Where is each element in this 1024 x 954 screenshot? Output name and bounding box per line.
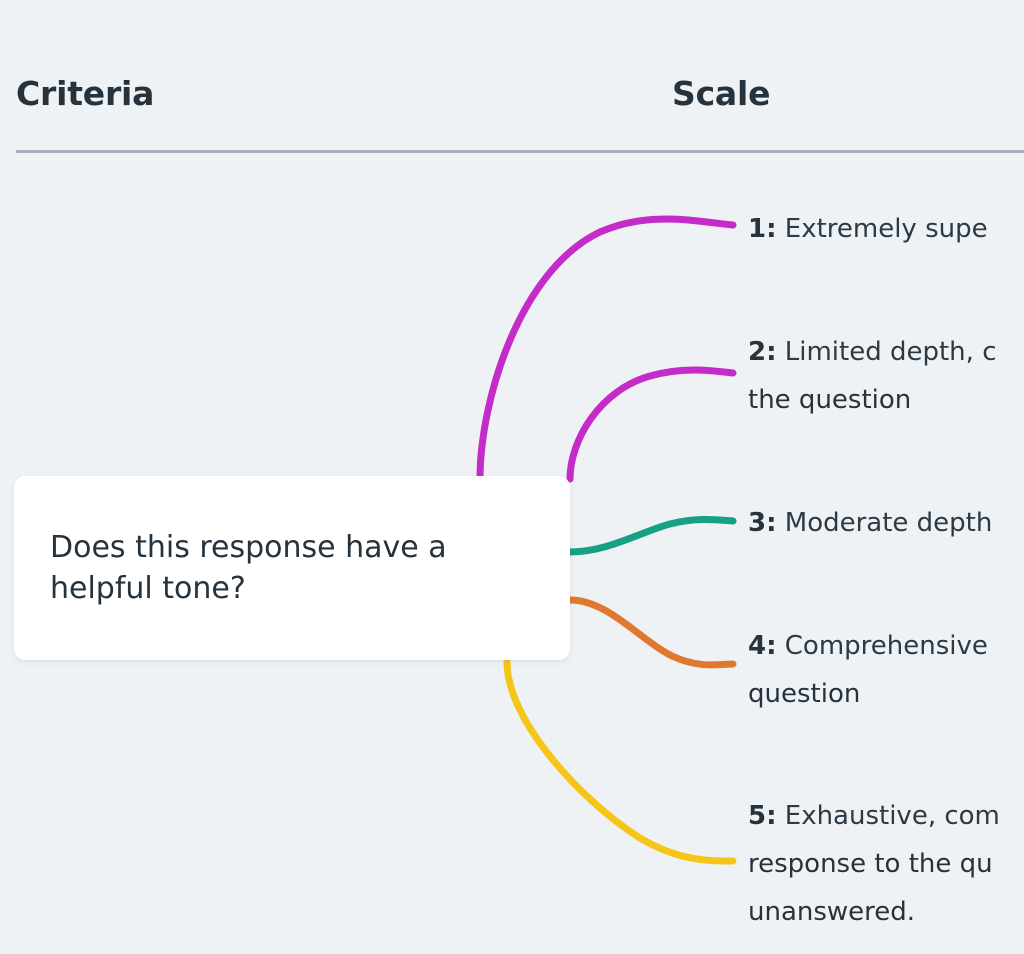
- connector-3-path: [566, 516, 737, 556]
- scale-item-5-description-line2: response to the qu: [748, 849, 993, 880]
- scale-item-1-description: Extremely supe: [784, 214, 988, 244]
- connector-4-path: [566, 596, 737, 669]
- scale-item-3-description: Moderate depth: [784, 508, 993, 538]
- scale-item-2-description-line2: the question: [748, 385, 912, 416]
- scale-item-2-number: 2:: [748, 337, 777, 367]
- scale-item-5[interactable]: 5: Exhaustive, com response to the qu un…: [748, 792, 1024, 936]
- scale-item-5-description-line3: unanswered.: [748, 897, 916, 928]
- connector-2-path: [566, 366, 737, 483]
- scale-item-4-description-line2: question: [748, 679, 861, 710]
- scale-item-2-description: Limited depth, c: [784, 337, 997, 367]
- scale-item-1[interactable]: 1: Extremely supe: [748, 205, 1024, 253]
- scale-item-4[interactable]: 4: Comprehensive question: [748, 622, 1024, 718]
- criteria-card[interactable]: Does this response have a helpful tone?: [14, 476, 570, 660]
- column-header-row: Criteria Scale: [0, 74, 1024, 140]
- scale-item-3[interactable]: 3: Moderate depth: [748, 499, 1024, 547]
- connector-1-path: [476, 215, 737, 483]
- scale-item-4-number: 4:: [748, 631, 777, 661]
- criteria-question-text: Does this response have a helpful tone?: [50, 529, 447, 606]
- scale-item-3-number: 3:: [748, 508, 777, 538]
- column-header-criteria: Criteria: [16, 74, 155, 113]
- scale-item-2[interactable]: 2: Limited depth, c the question: [748, 328, 1024, 424]
- scale-item-5-number: 5:: [748, 801, 777, 831]
- header-divider: [16, 150, 1024, 153]
- scale-item-1-number: 1:: [748, 214, 777, 244]
- column-header-scale: Scale: [672, 74, 771, 113]
- scale-item-4-description: Comprehensive: [784, 631, 988, 661]
- connector-5-path: [503, 658, 737, 865]
- scale-item-5-description: Exhaustive, com: [784, 801, 1000, 831]
